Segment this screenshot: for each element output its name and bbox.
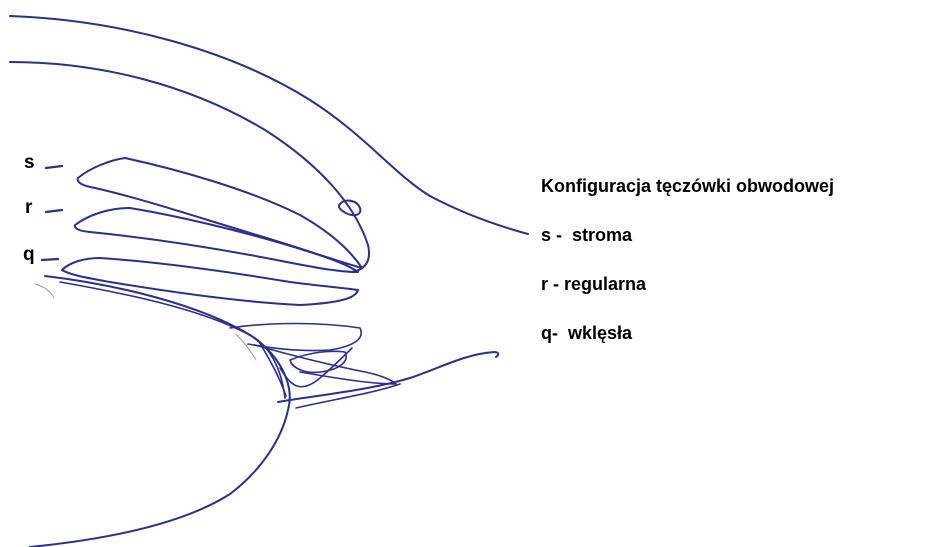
marker-r-label: r [25,198,32,217]
legend: Konfiguracja tęczówki obwodowej s - stro… [541,175,931,371]
legend-title: Konfiguracja tęczówki obwodowej [541,175,931,197]
arrow-s [46,166,62,168]
marker-s-label: s [24,153,35,172]
marker-q-label: q [23,245,35,264]
arrow-r [46,210,62,212]
faint-stroke-left [35,284,54,298]
lens-inner-line [60,282,285,398]
iris-profile-s [78,158,362,268]
iris-profile-q [62,258,358,305]
legend-item-q: q- wklęsła [541,322,931,344]
iris-profile-r [75,208,358,272]
angle-line-1 [230,324,361,351]
legend-item-s: s - stroma [541,224,931,246]
legend-item-r: r - regularna [541,273,931,295]
lens-outline [30,276,290,547]
cornea-inner-line [10,62,369,272]
arrow-q [42,259,58,260]
